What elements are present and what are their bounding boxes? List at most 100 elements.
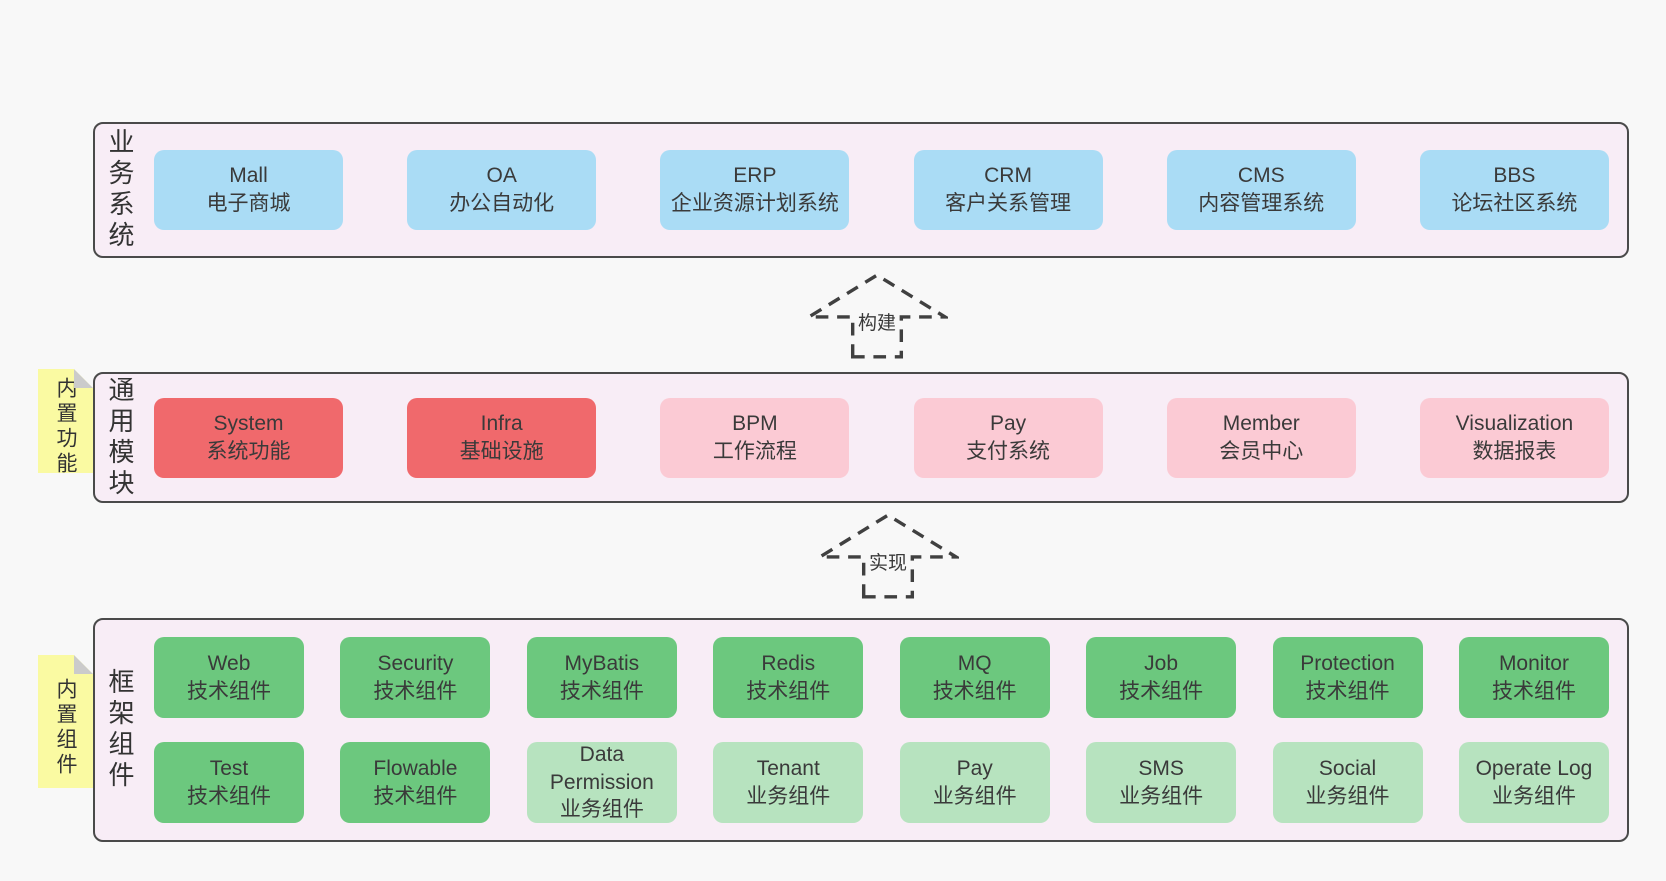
component-subtitle: 系统功能 xyxy=(206,439,291,463)
fold-corner-icon xyxy=(74,655,93,674)
component-name: Operate Log xyxy=(1475,756,1593,780)
component-name: BPM xyxy=(732,411,778,435)
component-subtitle: 技术组件 xyxy=(1305,679,1390,703)
component-name: Visualization xyxy=(1455,411,1574,435)
component-subtitle: 技术组件 xyxy=(746,679,831,703)
component-name: Pay xyxy=(989,411,1027,435)
component-name: Test xyxy=(209,756,249,780)
component-name: Pay xyxy=(956,756,993,780)
component-box: System 系统功能 xyxy=(154,397,343,478)
component-subtitle: 技术组件 xyxy=(373,784,458,808)
implement-arrow: 实现 xyxy=(817,512,959,600)
layer-rows: Web 技术组件 Security 技术组件 MyBatis 技术组件 Redi… xyxy=(154,620,1609,840)
component-name: Data Permission xyxy=(549,742,654,794)
component-box: Social 业务组件 xyxy=(1272,742,1423,823)
component-subtitle: 技术组件 xyxy=(1491,679,1576,703)
component-box: MQ 技术组件 xyxy=(899,637,1050,718)
component-subtitle: 客户关系管理 xyxy=(945,192,1072,215)
component-box: Job 技术组件 xyxy=(1086,637,1237,718)
component-box: Pay 支付系统 xyxy=(913,397,1103,478)
component-row: Mall 电子商城 OA 办公自动化 ERP 企业资源计划系统 CRM 客户关系… xyxy=(154,150,1609,230)
component-subtitle: 技术组件 xyxy=(559,679,644,703)
component-name: CRM xyxy=(984,164,1032,188)
build-arrow: 构建 xyxy=(806,272,948,360)
component-subtitle: 技术组件 xyxy=(1119,679,1204,703)
component-box: Visualization 数据报表 xyxy=(1419,397,1609,478)
component-name: Tenant xyxy=(756,756,820,780)
component-box: BPM 工作流程 xyxy=(660,397,850,478)
component-name: Infra xyxy=(480,411,523,435)
component-box: Test 技术组件 xyxy=(154,742,304,823)
layer-label: 框架组件 xyxy=(105,668,135,792)
component-row: Web 技术组件 Security 技术组件 MyBatis 技术组件 Redi… xyxy=(154,637,1609,718)
fold-corner-icon xyxy=(74,369,93,388)
component-name: CMS xyxy=(1237,164,1285,188)
arrow-label: 实现 xyxy=(865,548,911,575)
component-box: Flowable 技术组件 xyxy=(340,742,491,823)
component-subtitle: 工作流程 xyxy=(712,439,797,463)
component-subtitle: 论坛社区系统 xyxy=(1451,192,1578,215)
component-name: ERP xyxy=(733,164,777,188)
component-name: SMS xyxy=(1138,756,1184,780)
component-box: MyBatis 技术组件 xyxy=(526,637,677,718)
component-box: Protection 技术组件 xyxy=(1272,637,1423,718)
component-box: Redis 技术组件 xyxy=(713,637,864,718)
component-subtitle: 办公自动化 xyxy=(449,192,555,215)
component-box: CMS 内容管理系统 xyxy=(1166,150,1356,230)
component-name: Monitor xyxy=(1498,651,1569,675)
component-box: Security 技术组件 xyxy=(340,637,491,718)
component-box: BBS 论坛社区系统 xyxy=(1419,150,1609,230)
component-name: Mall xyxy=(229,164,268,188)
component-subtitle: 会员中心 xyxy=(1219,439,1304,463)
component-name: BBS xyxy=(1493,164,1536,188)
arrow-up-icon xyxy=(806,273,948,359)
component-subtitle: 业务组件 xyxy=(746,784,831,808)
layer-label: 通用模块 xyxy=(105,375,135,500)
component-name: Member xyxy=(1222,411,1300,435)
sticky-note-built-in-components: 内置组件 xyxy=(38,655,93,788)
component-box: CRM 客户关系管理 xyxy=(913,150,1103,230)
sticky-note-built-in-features: 内置功能 xyxy=(38,369,93,473)
component-row: System 系统功能 Infra 基础设施 BPM 工作流程 Pay 支付系统… xyxy=(154,397,1609,478)
component-box: Data Permission 业务组件 xyxy=(526,742,677,823)
component-name: MyBatis xyxy=(564,651,640,675)
component-box: OA 办公自动化 xyxy=(407,150,597,230)
component-box: Infra 基础设施 xyxy=(407,397,597,478)
component-box: Tenant 业务组件 xyxy=(713,742,864,823)
component-subtitle: 技术组件 xyxy=(187,679,271,703)
component-name: Web xyxy=(207,651,251,675)
component-subtitle: 技术组件 xyxy=(373,679,458,703)
component-box: Member 会员中心 xyxy=(1166,397,1356,478)
component-subtitle: 支付系统 xyxy=(966,439,1051,463)
component-row: Test 技术组件 Flowable 技术组件 Data Permission … xyxy=(154,742,1609,823)
component-name: Job xyxy=(1144,651,1179,675)
component-name: System xyxy=(213,411,284,435)
component-name: MQ xyxy=(957,651,992,675)
component-box: Web 技术组件 xyxy=(154,637,304,718)
component-name: Protection xyxy=(1300,651,1395,675)
component-box: Pay 业务组件 xyxy=(899,742,1050,823)
layer-common-modules: 通用模块 System 系统功能 Infra 基础设施 BPM 工作流程 Pay… xyxy=(93,372,1629,503)
layer-framework-components: 框架组件 Web 技术组件 Security 技术组件 MyBatis 技术组件… xyxy=(93,618,1629,842)
component-box: ERP 企业资源计划系统 xyxy=(660,150,850,230)
component-name: OA xyxy=(486,164,517,188)
component-subtitle: 技术组件 xyxy=(187,784,271,808)
component-box: Monitor 技术组件 xyxy=(1458,637,1609,718)
sticky-label: 内置组件 xyxy=(54,677,77,778)
component-subtitle: 业务组件 xyxy=(932,784,1017,808)
arrow-label: 构建 xyxy=(854,308,900,335)
component-box: Operate Log 业务组件 xyxy=(1458,742,1609,823)
component-subtitle: 业务组件 xyxy=(1119,784,1204,808)
component-name: Security xyxy=(377,651,454,675)
component-subtitle: 数据报表 xyxy=(1472,439,1557,463)
arrow-up-icon xyxy=(817,513,959,599)
component-box: SMS 业务组件 xyxy=(1086,742,1237,823)
sticky-label: 内置功能 xyxy=(54,377,77,477)
component-subtitle: 内容管理系统 xyxy=(1198,192,1325,215)
component-box: Mall 电子商城 xyxy=(154,150,343,230)
layer-business-systems: 业务系统 Mall 电子商城 OA 办公自动化 ERP 企业资源计划系统 CRM… xyxy=(93,122,1629,258)
component-subtitle: 业务组件 xyxy=(559,798,644,822)
component-subtitle: 业务组件 xyxy=(1491,784,1576,808)
layer-rows: Mall 电子商城 OA 办公自动化 ERP 企业资源计划系统 CRM 客户关系… xyxy=(154,124,1609,256)
